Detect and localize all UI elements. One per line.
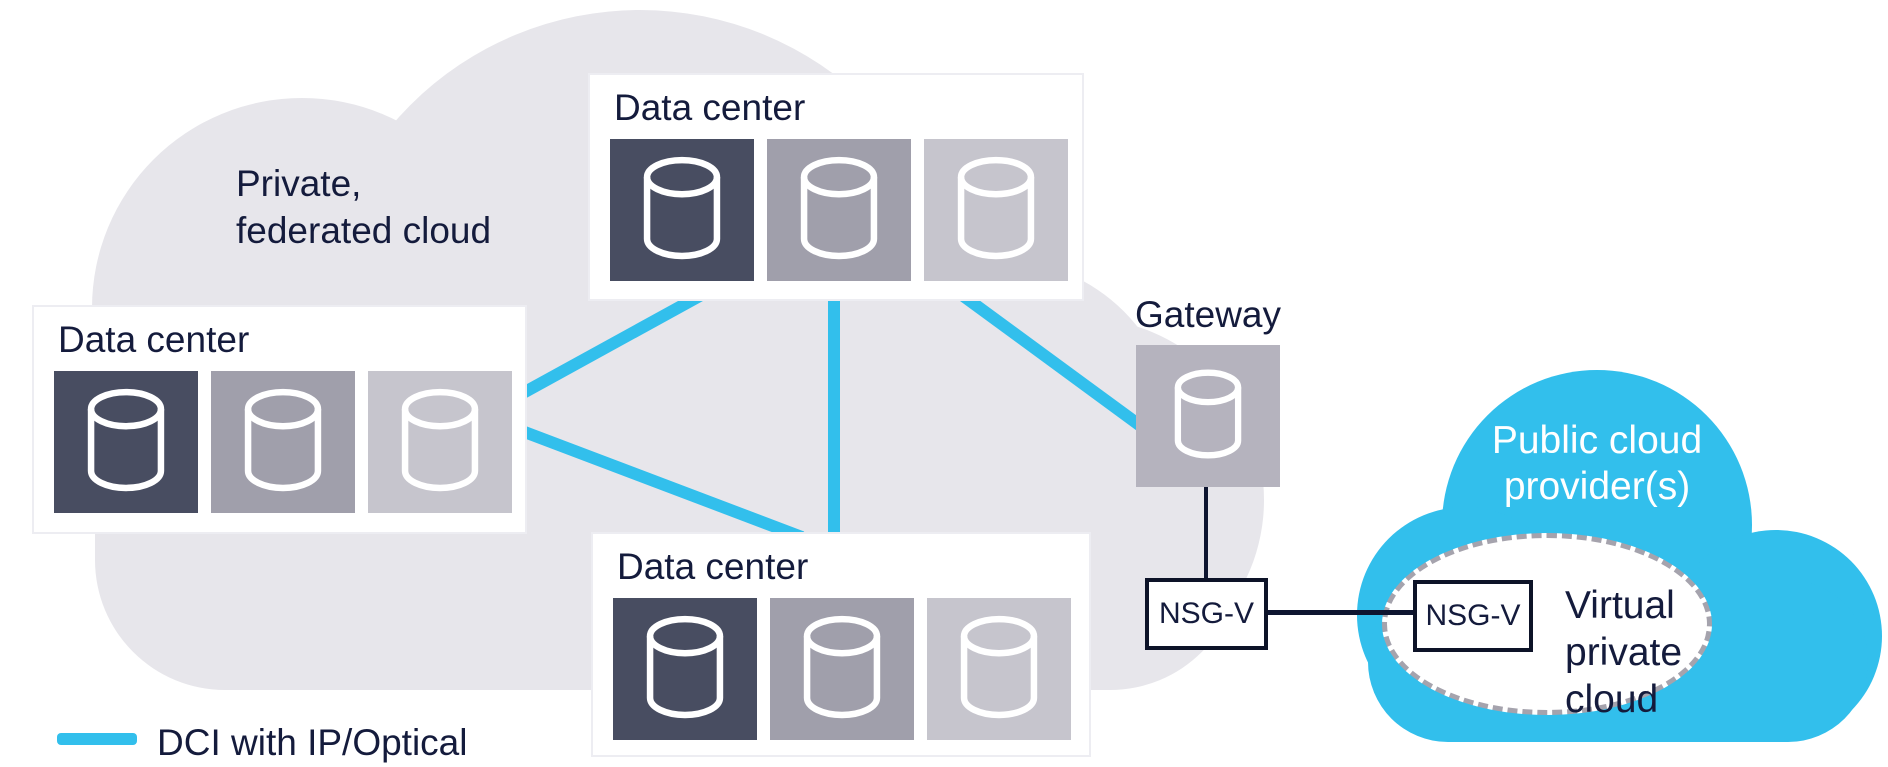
- database-cylinder-icon: [798, 156, 880, 265]
- database-cylinder-icon: [801, 615, 883, 724]
- server-tile-dark: [613, 598, 757, 740]
- database-cylinder-icon: [955, 156, 1037, 265]
- public-cloud-label: Public cloud provider(s): [1442, 418, 1752, 510]
- connector-gateway-to-nsg: [1204, 487, 1208, 580]
- nsg-v-label: NSG-V: [1158, 597, 1254, 630]
- private-cloud-label-line2: federated cloud: [236, 210, 492, 251]
- database-cylinder-icon: [641, 156, 723, 265]
- database-cylinder-icon: [242, 388, 324, 497]
- server-tile-light: [927, 598, 1071, 740]
- database-cylinder-icon: [644, 615, 726, 724]
- connector-nsg-to-nsg: [1266, 610, 1416, 615]
- virtual-private-cloud-label: Virtual private cloud: [1565, 582, 1682, 723]
- dci-link-top-to-bottom: [828, 295, 840, 535]
- vpc-label-line2: private: [1565, 631, 1683, 674]
- server-tile-medium: [767, 139, 911, 281]
- database-cylinder-icon: [85, 388, 167, 497]
- public-cloud-label-line1: Public cloud: [1491, 419, 1703, 462]
- data-center-box-bottom: Data center: [591, 532, 1091, 757]
- server-tile-dark: [610, 139, 754, 281]
- nsg-v-label: NSG-V: [1425, 599, 1521, 632]
- database-cylinder-icon: [958, 615, 1040, 724]
- private-cloud-label: Private, federated cloud: [236, 160, 491, 254]
- data-center-title: Data center: [617, 546, 809, 587]
- public-cloud-label-line2: provider(s): [1503, 465, 1691, 508]
- data-center-box-top: Data center: [588, 73, 1084, 301]
- legend-label: DCI with IP/Optical: [157, 722, 468, 763]
- server-tile-medium: [770, 598, 914, 740]
- database-cylinder-icon: [399, 388, 481, 497]
- server-tile-dark: [54, 371, 198, 513]
- dci-line-swatch: [57, 733, 137, 745]
- private-cloud-label-line1: Private,: [236, 163, 362, 204]
- nsg-v-box-right: NSG-V: [1413, 580, 1533, 652]
- server-tile-light: [368, 371, 512, 513]
- nsg-v-box-left: NSG-V: [1145, 578, 1268, 650]
- vpc-label-line1: Virtual: [1565, 584, 1675, 627]
- data-center-title: Data center: [58, 319, 250, 360]
- server-tile-medium: [211, 371, 355, 513]
- data-center-title: Data center: [614, 87, 806, 128]
- data-center-box-left: Data center: [32, 305, 527, 534]
- server-tile-light: [924, 139, 1068, 281]
- vpc-label-line3: cloud: [1565, 678, 1659, 721]
- gateway-label: Gateway: [1135, 294, 1282, 335]
- gateway-box: [1136, 345, 1280, 487]
- database-cylinder-icon: [1173, 368, 1243, 465]
